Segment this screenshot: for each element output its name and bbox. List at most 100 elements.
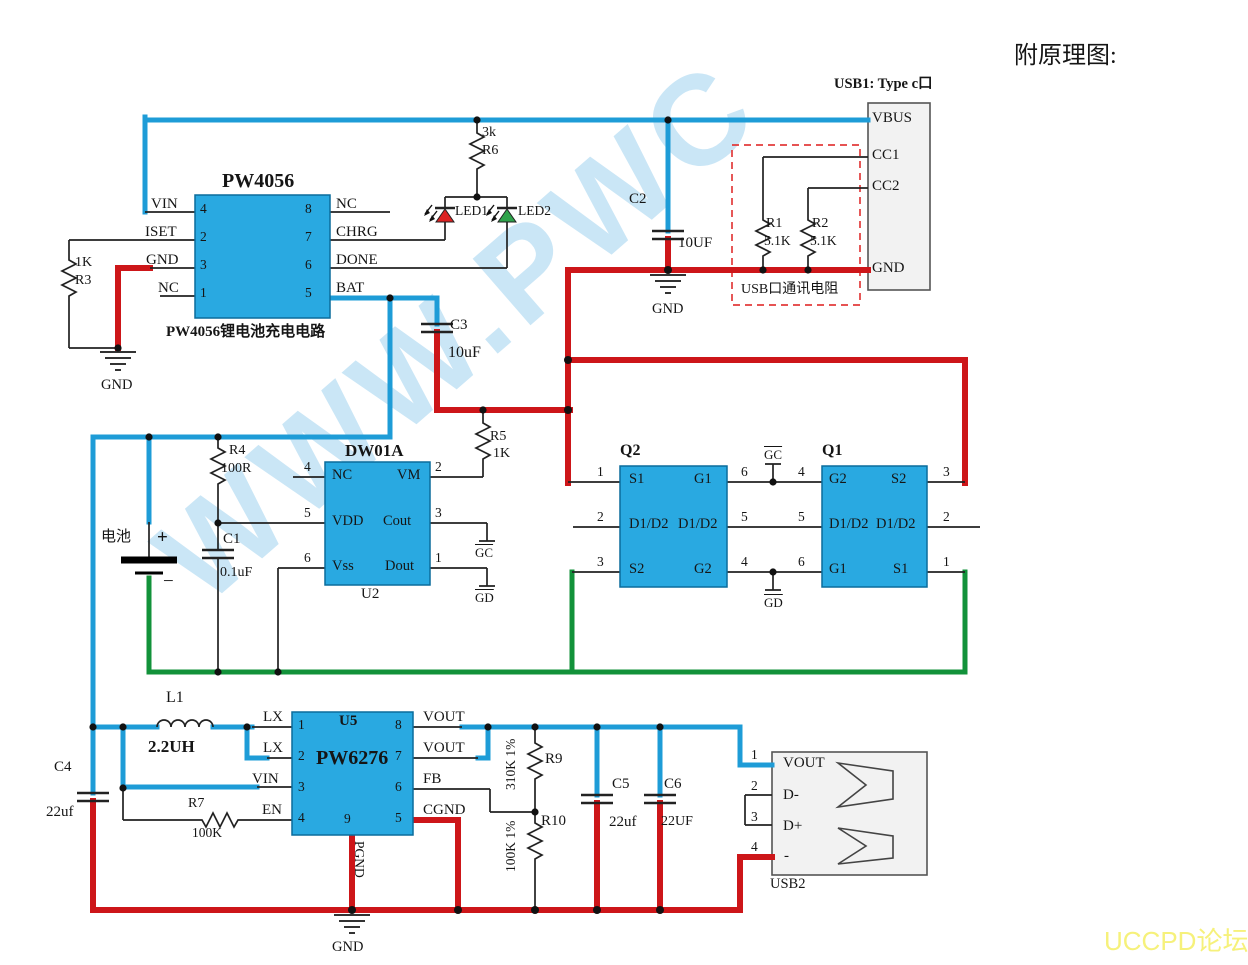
- pw6276-pin9-num: 9: [344, 811, 351, 826]
- r10-ref: R10: [541, 813, 567, 829]
- dw01a-title: DW01A: [345, 441, 404, 460]
- pw6276-pin7-num: 7: [395, 748, 402, 763]
- q2-pin-s1-label: S1: [629, 471, 645, 487]
- usb1-title: USB1: Type c口: [834, 76, 933, 92]
- r9-ref: R9: [545, 751, 563, 767]
- r10-value: 100K 1%: [503, 820, 518, 872]
- r3-value: 1K: [75, 255, 93, 270]
- c2-value: 10UF: [678, 235, 713, 251]
- pw4056-caption: PW4056锂电池充电电路: [166, 324, 326, 340]
- battery-symbol: [121, 556, 177, 575]
- pw4056-pin7-num: 7: [305, 229, 312, 244]
- r6-value: 3k: [482, 125, 496, 140]
- gnd-label-bottom: GND: [332, 939, 364, 955]
- c2-ref: C2: [629, 191, 647, 207]
- q1-pin-g1-label: G1: [829, 561, 847, 577]
- dw01a-pin1-num: 1: [435, 550, 442, 565]
- pw6276-pin5-num: 5: [395, 810, 402, 825]
- resistor-r10-symbol: [527, 817, 543, 865]
- gnd-symbol-bottom: [333, 914, 371, 934]
- pw6276-title: PW6276: [316, 747, 389, 769]
- pw4056-pin-chrg-label: CHRG: [336, 224, 378, 240]
- usb2-pin1-num: 1: [751, 747, 758, 762]
- r5-ref: R5: [490, 429, 507, 444]
- ic-pw6276-body: [291, 711, 414, 836]
- pw6276-pin-cgnd-label: CGND: [423, 802, 466, 818]
- wires-green: [146, 569, 968, 675]
- r1-ref: R1: [766, 216, 783, 231]
- pw4056-pin4-num: 4: [200, 201, 207, 216]
- pw6276-pin8-num: 8: [395, 717, 402, 732]
- usb1-pin-vbus: VBUS: [872, 110, 913, 126]
- pw4056-pin-nc8-label: NC: [336, 196, 357, 212]
- q1-pin1-num: 1: [943, 554, 950, 569]
- r5-value: 1K: [493, 446, 511, 461]
- q2-pin-g2-label: G2: [694, 561, 712, 577]
- ic-q2-body: [619, 465, 728, 588]
- r2-value: 5.1K: [810, 233, 837, 248]
- pw6276-ref: U5: [339, 713, 358, 729]
- usb1-pin-gnd: GND: [872, 260, 905, 276]
- comm-box-label: USB口通讯电阻: [741, 282, 839, 297]
- ic-q1-body: [821, 465, 928, 588]
- capacitor-c1-symbol: [200, 548, 236, 560]
- q1-pin-d12r-label: D1/D2: [876, 516, 916, 532]
- dw01a-pin-cout-label: Cout: [383, 513, 412, 529]
- r4-value: 100R: [221, 461, 252, 476]
- pgnd-net-label: PGND: [352, 841, 367, 878]
- pw6276-pin-vout8-label: VOUT: [423, 709, 465, 725]
- usb1-pin-cc2: CC2: [872, 178, 900, 194]
- q2-pin5-num: 5: [741, 509, 748, 524]
- battery-label: 电池: [101, 529, 132, 545]
- wires-red: [90, 236, 968, 913]
- pw4056-pin3-num: 3: [200, 257, 207, 272]
- q2-pin6-num: 6: [741, 464, 748, 479]
- l1-ref: L1: [166, 689, 184, 706]
- q1-pin3-num: 3: [943, 464, 950, 479]
- q1-pin5-num: 5: [798, 509, 805, 524]
- usb2-pin-dminus-label: D-: [783, 787, 799, 803]
- gc-net-label-dw: GC: [475, 545, 494, 560]
- capacitor-c5-symbol: [579, 793, 615, 805]
- pw4056-pin-bat-label: BAT: [336, 280, 365, 296]
- pw6276-pin-lx1-label: LX: [263, 709, 283, 725]
- r2-ref: R2: [812, 216, 829, 231]
- usb2-pin4-num: 4: [751, 839, 758, 854]
- usb2-contact-shapes: [835, 761, 894, 865]
- led1-symbol: [423, 204, 457, 224]
- pw6276-pin2-num: 2: [298, 748, 305, 763]
- dw01a-pin-vdd-label: VDD: [332, 513, 364, 529]
- gnd-label-top: GND: [652, 301, 684, 317]
- gnd-symbol-left: [99, 351, 137, 371]
- q2-pin2-num: 2: [597, 509, 604, 524]
- q1-pin-g2-label: G2: [829, 471, 847, 487]
- q2-pin3-num: 3: [597, 554, 604, 569]
- usb2-pin-minus-label: -: [784, 848, 789, 864]
- dw01a-pin5-num: 5: [304, 505, 311, 520]
- dw01a-pin6-num: 6: [304, 550, 311, 565]
- q1-pin-s1-label: S1: [893, 561, 909, 577]
- usb2-pin3-num: 3: [751, 809, 758, 824]
- r1-value: 5.1K: [764, 233, 791, 248]
- gd-net-label-dw: GD: [475, 590, 494, 605]
- q1-pin6-num: 6: [798, 554, 805, 569]
- c3-value: 10uF: [448, 344, 481, 361]
- dw01a-ref: U2: [361, 586, 380, 602]
- q2-pin-g1-label: G1: [694, 471, 712, 487]
- gc-net-label-fets: GC: [764, 447, 783, 462]
- pw6276-pin-vout7-label: VOUT: [423, 740, 465, 756]
- usb1-pin-cc1: CC1: [872, 147, 900, 163]
- led2-ref: LED2: [518, 203, 551, 218]
- usb2-pin-vout-label: VOUT: [783, 755, 825, 771]
- r3-ref: R3: [75, 273, 92, 288]
- resistor-r9-symbol: [527, 737, 543, 785]
- resistor-r3-symbol: [61, 254, 77, 302]
- pw4056-pin1-num: 1: [200, 285, 207, 300]
- pw4056-pin8-num: 8: [305, 201, 312, 216]
- q1-pin-s2-label: S2: [891, 471, 907, 487]
- capacitor-c3-symbol: [419, 322, 455, 334]
- q2-pin4-num: 4: [741, 554, 748, 569]
- ic-pw4056-body: [194, 194, 331, 319]
- pw4056-pin-iset-label: ISET: [145, 224, 177, 240]
